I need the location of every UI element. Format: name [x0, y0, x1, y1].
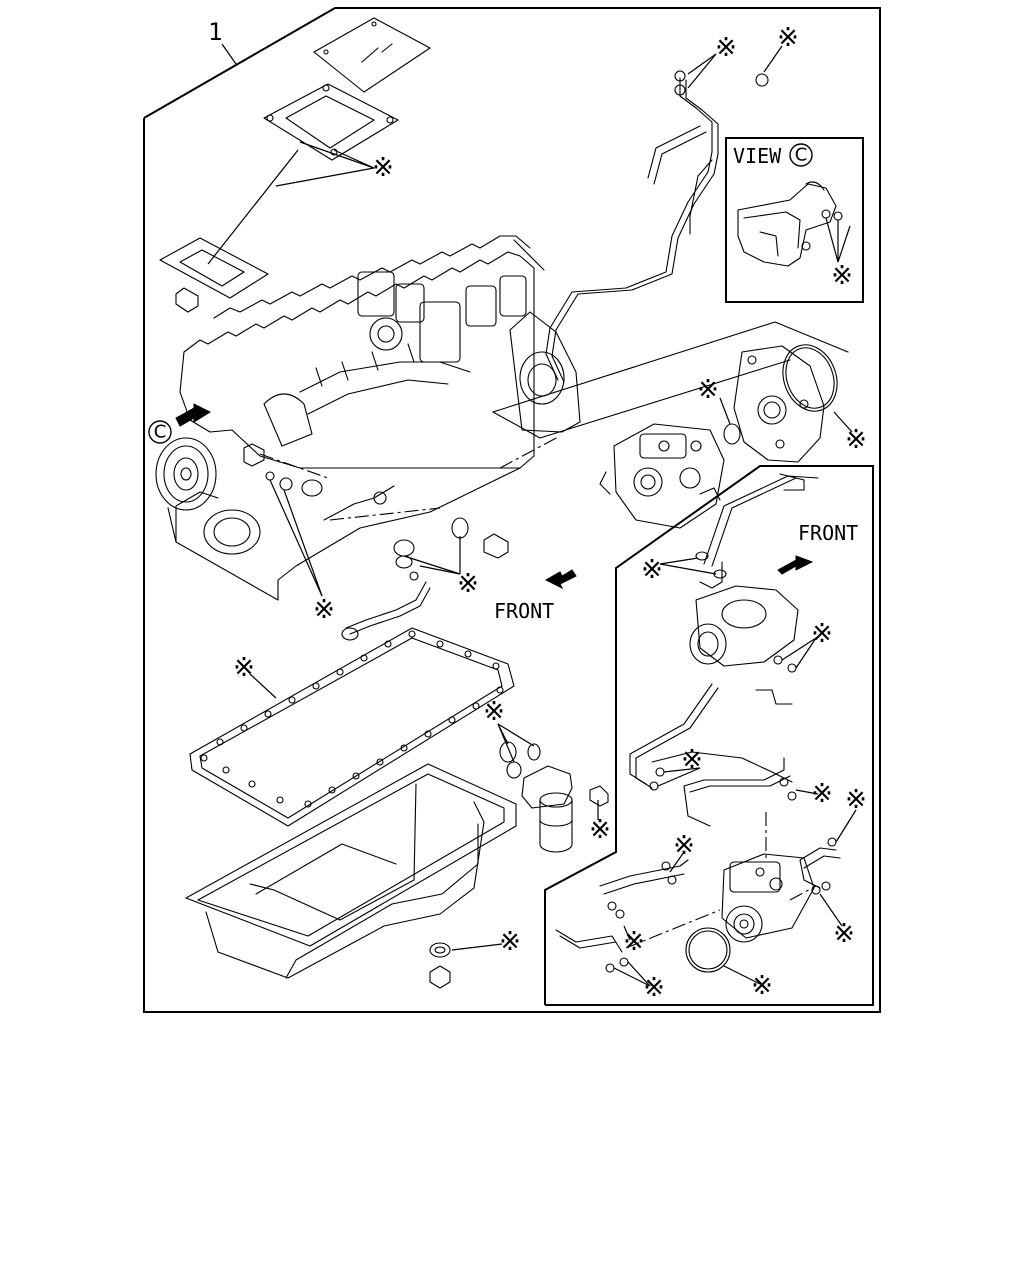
- engine-block-drawing: C: [148, 235, 581, 601]
- turbo-oil-feed-mark: ※: [641, 555, 663, 585]
- front-arrow-center-icon: [544, 569, 577, 590]
- turbocharger-drawing: ※ ※: [629, 473, 833, 789]
- injection-pump-panel: ※ ※: [492, 321, 867, 529]
- front-label-right: FRONT: [798, 521, 858, 545]
- compressor-line-mark-2: ※: [811, 779, 833, 809]
- harness-drawing: ※ ※: [545, 23, 799, 383]
- view-c-inset: VIEW C ※: [725, 137, 864, 303]
- pump-flange-mark: ※: [845, 425, 867, 455]
- intake-cover-drawing: ※: [159, 17, 431, 313]
- gasket-bolt-holes: [200, 630, 504, 808]
- front-seals-drawing: ※ ※: [243, 443, 509, 641]
- oil-filter-drawing: ※ ※: [483, 697, 611, 853]
- front-indicator-center: FRONT: [494, 569, 577, 623]
- front-seal-mark: ※: [313, 595, 335, 625]
- item-number: 1: [208, 18, 222, 46]
- compressor-line-mark-6: ※: [845, 785, 867, 815]
- injection-pump-drawing: [599, 423, 725, 529]
- drain-plug-mark: ※: [499, 927, 521, 957]
- kit-frame: [143, 7, 881, 1013]
- pump-oring-mark: ※: [697, 375, 719, 405]
- compressor-line-mark-7: ※: [833, 919, 855, 949]
- view-c-arrow-icon: [175, 403, 212, 427]
- oil-pan-gasket-drawing: ※: [189, 627, 515, 827]
- dipstick-seal-mark: ※: [457, 569, 479, 599]
- compressor-subpanel: FRONT: [544, 465, 874, 1006]
- callout-ref: C: [154, 422, 167, 443]
- oil-filter-bolt-mark: ※: [589, 815, 611, 845]
- compressor-line-mark-5: ※: [623, 927, 645, 957]
- pump-flange-drawing: ※ ※: [697, 344, 867, 463]
- view-ref: C: [795, 145, 808, 166]
- front-label-center: FRONT: [494, 599, 554, 623]
- compressor-line-mark-4: ※: [643, 973, 665, 1003]
- front-arrow-right-icon: [777, 555, 814, 575]
- harness-nut-mark: ※: [777, 23, 799, 53]
- item-number-callout: 1: [208, 18, 237, 65]
- air-compressor-drawing: ※ ※ ※ ※ ※ ※ ※ ※: [555, 745, 867, 1003]
- view-label: VIEW: [733, 144, 782, 168]
- intake-gasket-mark: ※: [372, 153, 394, 183]
- oil-pan-drawing: ※: [185, 763, 521, 989]
- view-c-bracket-drawing: ※: [737, 181, 853, 291]
- compressor-oring-mark: ※: [751, 971, 773, 1001]
- compressor-line-mark-3: ※: [673, 831, 695, 861]
- view-c-gasket-mark: ※: [831, 261, 853, 291]
- compressor-line-mark-1: ※: [681, 745, 703, 775]
- oil-filter-seal-mark: ※: [483, 697, 505, 727]
- turbo-flange-mark: ※: [811, 619, 833, 649]
- harness-bolt-mark: ※: [715, 33, 737, 63]
- oil-pan-gasket-mark: ※: [233, 653, 255, 683]
